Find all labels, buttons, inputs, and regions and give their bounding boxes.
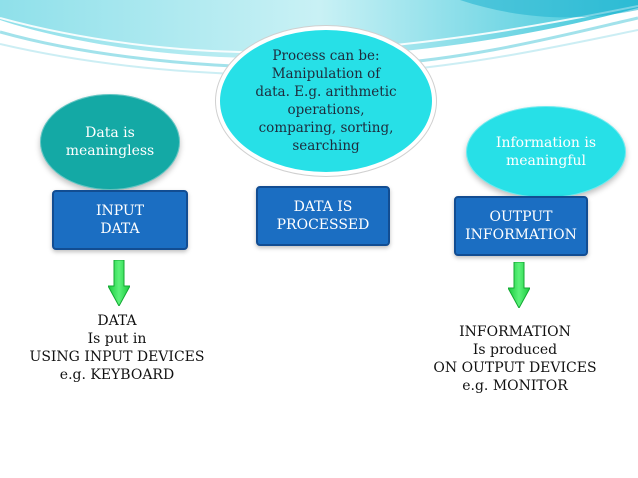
input-caption: DATA Is put in USING INPUT DEVICES e.g. … bbox=[29, 313, 205, 383]
bubble-information-meaningful: Information is meaningful bbox=[466, 106, 626, 198]
data-processed-label: DATA IS PROCESSED bbox=[276, 199, 370, 233]
input-data-label: INPUT DATA bbox=[95, 203, 145, 237]
output-information-box: OUTPUT INFORMATION bbox=[454, 196, 588, 256]
output-information-label: OUTPUT INFORMATION bbox=[465, 209, 577, 243]
header-waves bbox=[0, 0, 638, 76]
down-arrow-icon bbox=[108, 260, 130, 306]
input-data-box: INPUT DATA bbox=[52, 190, 188, 250]
bubble-process: Process can be: Manipulation of data. E.… bbox=[220, 30, 432, 172]
bubble-left-text: Data is meaningless bbox=[65, 125, 155, 159]
bubble-data-meaningless: Data is meaningless bbox=[40, 94, 180, 190]
down-arrow-icon bbox=[508, 262, 530, 308]
bubble-mid-text: Process can be: Manipulation of data. E.… bbox=[255, 48, 397, 154]
output-caption: INFORMATION Is produced ON OUTPUT DEVICE… bbox=[433, 324, 597, 394]
data-processed-box: DATA IS PROCESSED bbox=[256, 186, 390, 246]
bubble-right-text: Information is meaningful bbox=[495, 135, 597, 169]
